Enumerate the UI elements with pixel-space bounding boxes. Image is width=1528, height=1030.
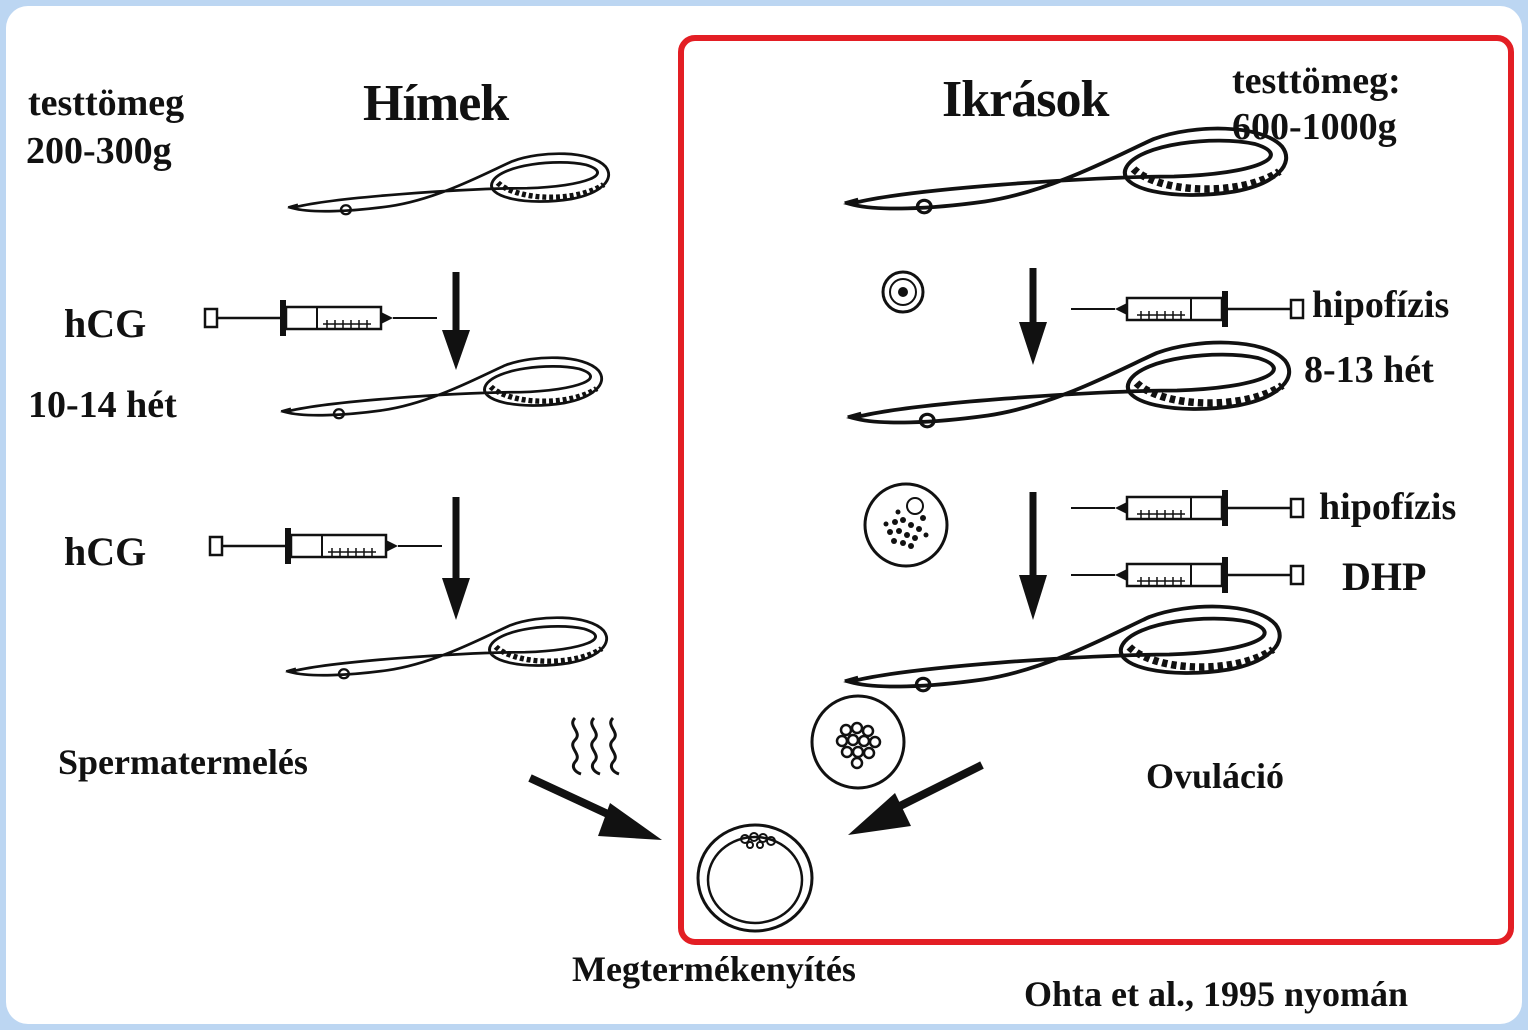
female-syringe-1 [1071, 291, 1303, 327]
female-syringe-2 [1071, 490, 1303, 526]
male-eel-3 [286, 618, 607, 679]
male-arrow-1 [442, 272, 470, 370]
female-eel-2 [848, 343, 1290, 427]
male-hormone-1: hCG [64, 304, 146, 344]
diagram-canvas: testtömeg 200-300g Hímek hCG 10-14 hét h… [6, 6, 1522, 1024]
female-hormone-2: hipofízis [1319, 488, 1456, 526]
male-duration: 10-14 hét [28, 386, 177, 424]
male-result: Spermatermelés [58, 744, 308, 780]
oocyte-early-icon [883, 272, 923, 312]
female-duration: 8-13 hét [1304, 351, 1434, 389]
female-weight-label: testtömeg: [1232, 62, 1401, 100]
source-citation: Ohta et al., 1995 nyomán [1024, 976, 1408, 1012]
female-syringe-3 [1071, 557, 1303, 593]
female-arrow-1 [1019, 268, 1047, 365]
male-syringe-2 [210, 528, 442, 564]
female-eel-1 [845, 129, 1287, 213]
diagram-artwork [6, 6, 1522, 1024]
female-hormone-3: DHP [1342, 557, 1426, 597]
female-hormone-1: hipofízis [1312, 286, 1449, 324]
oocyte-mid-icon [865, 484, 947, 566]
fertilization-label: Megtermékenyítés [572, 951, 856, 987]
male-eel-1 [288, 154, 609, 215]
female-eel-3 [845, 607, 1280, 691]
female-arrow-2 [1019, 492, 1047, 620]
fertilized-egg-icon [698, 825, 812, 931]
female-result: Ovuláció [1146, 758, 1284, 794]
male-weight-value: 200-300g [26, 132, 172, 170]
male-syringe-1 [205, 300, 437, 336]
male-title: Hímek [363, 78, 508, 130]
sperm-icon [573, 718, 619, 774]
oocyte-ovulated-icon [812, 696, 904, 788]
arrow-sperm-to-egg [530, 778, 662, 840]
male-eel-2 [281, 358, 602, 419]
female-title: Ikrások [942, 74, 1108, 126]
male-arrow-2 [442, 497, 470, 620]
male-weight-label: testtömeg [28, 84, 184, 122]
female-weight-value: 600-1000g [1232, 108, 1397, 146]
arrow-egg-to-fertilization [848, 765, 982, 835]
male-hormone-2: hCG [64, 532, 146, 572]
